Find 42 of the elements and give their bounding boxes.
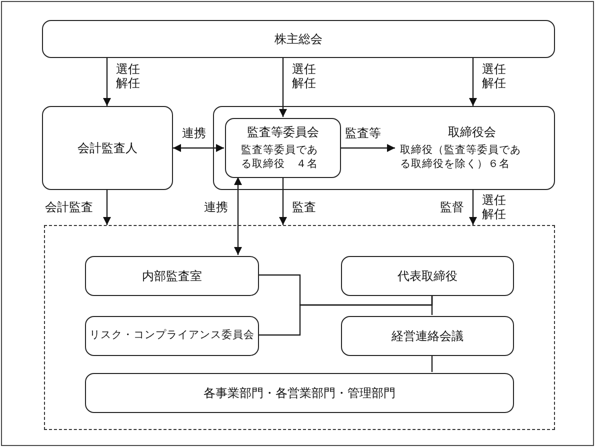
process-box [225,118,341,178]
arrow [103,58,111,106]
edge-label: 選任解任 [292,62,316,91]
process-box [85,373,514,413]
arrow [469,58,477,106]
connector-line [431,355,433,372]
node-title: 各事業部門・各営業部門・管理部門 [204,386,396,400]
dashed-group-box [44,225,555,430]
process-box [213,106,555,190]
edge-label: 連携 [182,126,206,140]
edge-label: 監督 [440,200,464,214]
arrow [173,144,224,152]
process-box [85,316,259,356]
process-box [341,256,514,296]
node-title: リスク・コンプライアンス委員会 [90,329,254,343]
node-text: 監査等委員である取締役 ４名 [241,144,319,171]
process-box [42,106,173,190]
node-title: 株主総会 [274,32,322,46]
node-title: 経営連絡会議 [392,328,464,344]
process-box [341,316,514,356]
edge-label: 監査 [292,200,316,214]
connector-line [258,295,433,336]
node-text: 取締役（監査等委員である取締役を除く）６名 [400,144,522,171]
process-box [85,256,259,296]
edge-label: 連携 [204,200,228,214]
node-title: 取締役会 [447,125,497,140]
arrow [340,144,395,152]
node-title: 内部監査室 [142,268,202,284]
edge-label: 選任解任 [116,62,140,91]
node-title: 会計監査人 [78,140,138,156]
arrow [279,177,287,225]
edge-label: 会計監査 [45,200,93,214]
edge-label: 監査等 [345,126,381,140]
edge-label: 選任解任 [482,62,506,91]
process-box [42,20,555,58]
arrow [103,190,111,225]
node-title: 監査等委員会 [246,125,320,140]
note-label: 選任解任 [482,193,506,222]
arrow [279,58,287,117]
arrow [234,177,242,255]
node-title: 代表取締役 [398,268,458,284]
arrow [469,190,477,225]
